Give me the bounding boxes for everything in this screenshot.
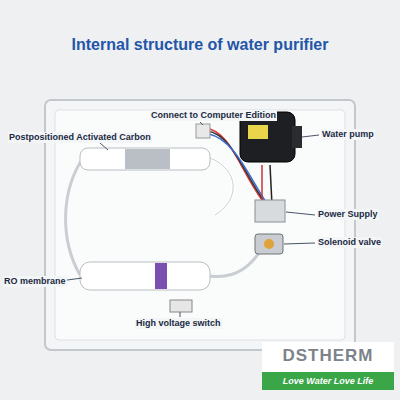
pump-head — [292, 126, 302, 148]
callout-label: Connect to Computer Edition — [150, 110, 277, 121]
leader-line — [200, 122, 203, 125]
solenoid-valve — [255, 234, 283, 254]
housing-inner — [55, 110, 345, 340]
leader-line — [180, 312, 181, 317]
leader-line — [302, 135, 319, 137]
filter-sticker — [125, 149, 170, 169]
tube — [210, 158, 233, 215]
callout-label: RO membrane — [3, 276, 67, 287]
wire — [261, 165, 263, 200]
power-supply — [255, 200, 285, 222]
tube — [66, 155, 85, 275]
callout-label: Solenoid valve — [317, 237, 382, 248]
tube-edge — [210, 158, 233, 215]
leader-line — [286, 212, 315, 215]
diagram-title: Internal structure of water purifier — [0, 36, 400, 54]
callout-label: High voltage switch — [135, 318, 222, 329]
callout-label: Postpositioned Activated Carbon — [8, 132, 152, 143]
wire — [270, 165, 272, 205]
high-voltage-switch — [170, 300, 192, 312]
brand-name: DSTHERM — [262, 346, 394, 366]
membrane-band — [155, 263, 167, 289]
brand-slogan: Love Water Love Life — [262, 372, 394, 390]
ro-membrane — [80, 262, 210, 290]
logo-panel — [262, 342, 394, 372]
tube — [210, 248, 262, 277]
connector — [196, 124, 210, 138]
pump-sticker — [248, 125, 268, 139]
valve-coil — [264, 239, 274, 249]
carbon-filter — [80, 148, 210, 170]
callout-label: Power Supply — [317, 209, 379, 220]
leader-line — [100, 143, 108, 150]
logo-bar — [262, 372, 394, 390]
leader-line — [284, 243, 315, 244]
callout-label: Water pump — [321, 129, 375, 140]
